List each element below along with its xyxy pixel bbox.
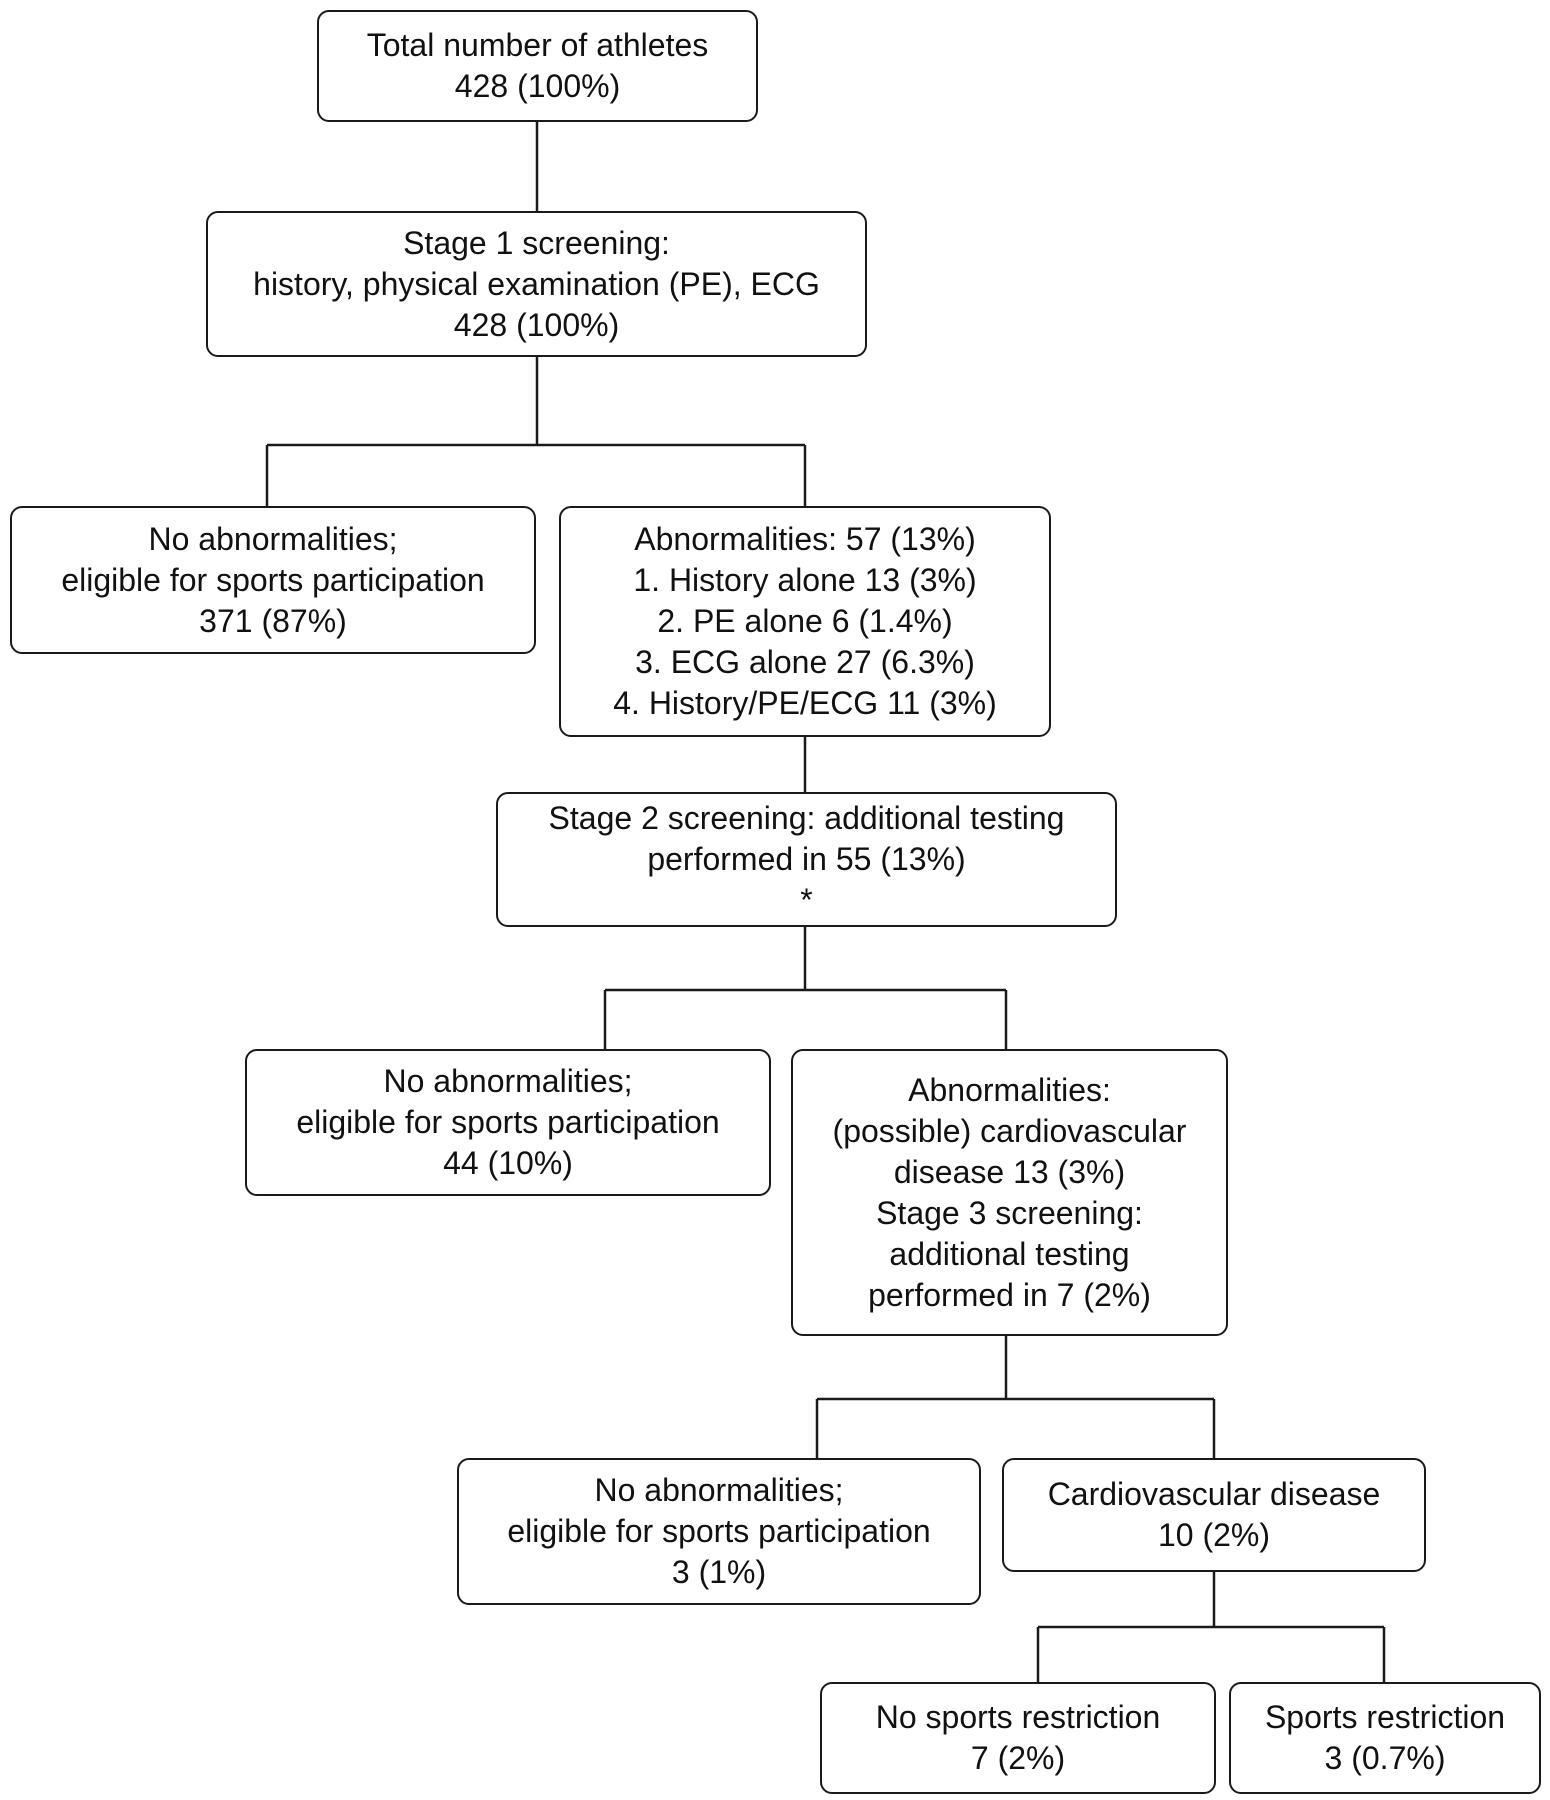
box-line: 3 (0.7%) — [1324, 1740, 1446, 1776]
box-cardiovascular-disease: Cardiovascular disease 10 (2%) — [1002, 1458, 1426, 1572]
box-line: No abnormalities; — [148, 520, 398, 557]
box-line: (possible) cardiovascular — [832, 1112, 1187, 1149]
box-line: 4. History/PE/ECG 11 (3%) — [613, 685, 997, 721]
box-line: 7 (2%) — [970, 1740, 1066, 1776]
box-stage1-no-abnormalities: No abnormalities; eligible for sports pa… — [10, 506, 536, 654]
box-line: Abnormalities: 57 (13%) — [634, 521, 976, 557]
box-line: 371 (87%) — [199, 602, 347, 639]
box-sports-restriction: Sports restriction 3 (0.7%) — [1229, 1682, 1541, 1794]
box-line: disease 13 (3%) — [893, 1153, 1126, 1190]
box-line: eligible for sports participation — [507, 1513, 931, 1549]
box-line: 1. History alone 13 (3%) — [633, 562, 977, 598]
box-stage2-abnormalities: Abnormalities: (possible) cardiovascular… — [791, 1049, 1228, 1336]
box-total-athletes: Total number of athletes 428 (100%) — [317, 10, 758, 122]
box-line: 428 (100%) — [454, 68, 621, 104]
box-line: performed in 7 (2%) — [868, 1276, 1151, 1313]
box-stage1-abnormalities: Abnormalities: 57 (13%) 1. History alone… — [559, 506, 1051, 737]
box-stage2-no-abnormalities: No abnormalities; eligible for sports pa… — [245, 1049, 771, 1196]
box-no-sports-restriction: No sports restriction 7 (2%) — [820, 1682, 1216, 1794]
box-stage1-screening: Stage 1 screening: history, physical exa… — [206, 211, 867, 357]
box-line: No abnormalities; — [594, 1472, 844, 1508]
box-line: 2. PE alone 6 (1.4%) — [657, 603, 953, 639]
box-line: * — [800, 882, 813, 918]
box-stage2-screening: Stage 2 screening: additional testing pe… — [496, 792, 1117, 927]
box-line: 3. ECG alone 27 (6.3%) — [635, 644, 975, 680]
box-line: 3 (1%) — [671, 1554, 767, 1590]
box-line: 428 (100%) — [453, 306, 620, 343]
box-line: performed in 55 (13%) — [647, 841, 966, 877]
box-line: Abnormalities: — [908, 1071, 1111, 1108]
box-stage3-no-abnormalities: No abnormalities; eligible for sports pa… — [457, 1458, 981, 1605]
box-line: eligible for sports participation — [296, 1104, 720, 1140]
box-line: Stage 3 screening: — [876, 1194, 1143, 1231]
box-line: Cardiovascular disease — [1047, 1476, 1381, 1512]
box-line: Total number of athletes — [366, 27, 709, 63]
box-line: Stage 2 screening: additional testing — [548, 800, 1065, 836]
box-line: No sports restriction — [875, 1699, 1161, 1735]
box-line: history, physical examination (PE), ECG — [253, 265, 820, 302]
box-line: 44 (10%) — [443, 1145, 573, 1181]
box-line: Stage 1 screening: — [403, 224, 670, 261]
box-line: Sports restriction — [1264, 1699, 1506, 1735]
box-line: No abnormalities; — [383, 1063, 633, 1099]
box-line: eligible for sports participation — [61, 561, 485, 598]
box-line: additional testing — [889, 1235, 1130, 1272]
box-line: 10 (2%) — [1157, 1517, 1271, 1553]
